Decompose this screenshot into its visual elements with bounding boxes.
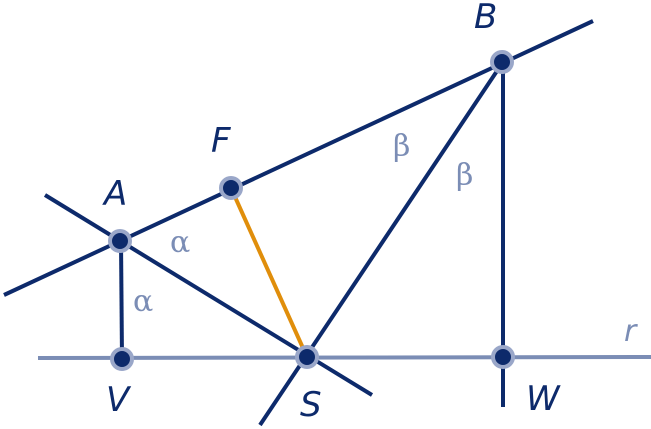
angle-beta-right: β	[456, 158, 473, 193]
point-v	[110, 347, 134, 371]
angle-alpha-lower: α	[133, 284, 153, 319]
line-r	[37, 355, 651, 360]
point-a	[108, 229, 132, 253]
segment-av	[119, 240, 124, 360]
point-w	[491, 345, 515, 369]
label-a: A	[102, 174, 127, 214]
point-s	[295, 345, 319, 369]
label-w: W	[526, 379, 561, 419]
line-as	[43, 193, 374, 397]
angle-alpha-upper: α	[170, 225, 190, 260]
label-f: F	[211, 121, 231, 161]
segment-fs	[229, 187, 309, 358]
angle-beta-left: β	[393, 129, 410, 164]
label-v: V	[106, 380, 132, 420]
point-f	[219, 176, 243, 200]
label-s: S	[300, 385, 322, 425]
line-sb	[258, 60, 505, 427]
label-line-r: r	[624, 314, 638, 349]
point-b	[490, 50, 514, 74]
label-b: B	[474, 0, 497, 37]
